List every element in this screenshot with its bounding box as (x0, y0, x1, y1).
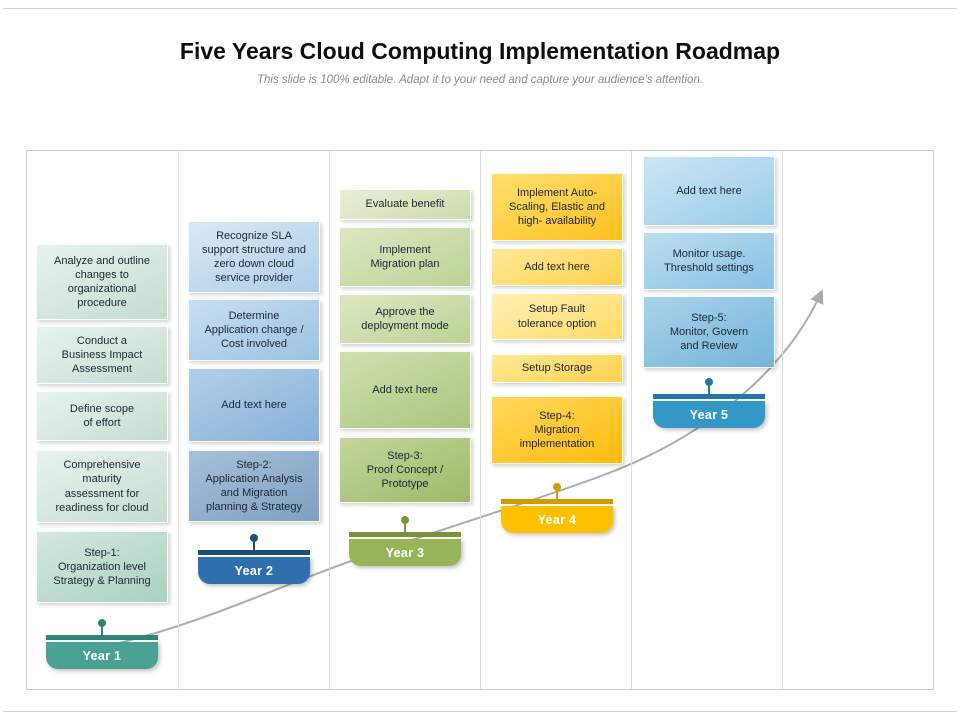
year1-milestone-dot (98, 619, 106, 627)
year4-banner: Year 4 (501, 499, 613, 533)
year5-box-add-text: Add text here (643, 156, 775, 226)
roadmap-chart: Analyze and outline changes to organizat… (26, 150, 934, 690)
banner-bar (46, 635, 158, 640)
year3-milestone-stem (404, 524, 406, 532)
year3-box-migration-plan: Implement Migration plan (339, 227, 471, 287)
year5-milestone-stem (708, 386, 710, 394)
year3-milestone-dot (401, 516, 409, 524)
year1-milestone-stem (101, 627, 103, 635)
column-divider (782, 151, 783, 689)
year4-milestone-dot (553, 483, 561, 491)
year1-banner-label: Year 1 (46, 642, 158, 669)
year4-banner-label: Year 4 (501, 506, 613, 533)
banner-bar (653, 394, 765, 399)
year4-box-fault-tolerance: Setup Fault tolerance option (491, 293, 623, 340)
page-title: Five Years Cloud Computing Implementatio… (179, 38, 781, 64)
year5-step-box: Step-5: Monitor, Govern and Review (643, 296, 775, 368)
year2-box-determine-change: Determine Application change / Cost invo… (188, 299, 320, 361)
year2-step-box: Step-2: Application Analysis and Migrati… (188, 450, 320, 522)
year5-box-monitor-usage: Monitor usage. Threshold settings (643, 232, 775, 290)
column-divider (329, 151, 330, 689)
banner-bar (198, 550, 310, 555)
year4-milestone-stem (556, 491, 558, 499)
year1-box-business-impact: Conduct a Business Impact Assessment (36, 326, 168, 384)
year5-milestone-dot (705, 378, 713, 386)
year2-milestone-dot (250, 534, 258, 542)
year4-step-box: Step-4: Migration implementation (491, 396, 623, 464)
banner-bar (349, 532, 461, 537)
year1-box-define-scope: Define scope of effort (36, 391, 168, 441)
column-divider (480, 151, 481, 689)
year1-box-maturity-assessment: Comprehensive maturity assessment for re… (36, 450, 168, 523)
year5-banner: Year 5 (653, 394, 765, 428)
year3-box-add-text: Add text here (339, 351, 471, 429)
year3-box-evaluate-benefit: Evaluate benefit (339, 189, 471, 220)
year4-box-setup-storage: Setup Storage (491, 354, 623, 383)
year1-banner: Year 1 (46, 635, 158, 669)
column-divider (178, 151, 179, 689)
year5-banner-label: Year 5 (653, 401, 765, 428)
year3-box-deployment-mode: Approve the deployment mode (339, 294, 471, 344)
year3-step-box: Step-3: Proof Concept / Prototype (339, 437, 471, 503)
page-subtitle: This slide is 100% editable. Adapt it to… (256, 74, 704, 86)
year4-box-auto-scaling: Implement Auto- Scaling, Elastic and hig… (491, 173, 623, 241)
year3-banner-label: Year 3 (349, 539, 461, 566)
year2-box-recognize-sla: Recognize SLA support structure and zero… (188, 221, 320, 293)
banner-bar (501, 499, 613, 504)
year3-banner: Year 3 (349, 532, 461, 566)
year1-box-analyze-changes: Analyze and outline changes to organizat… (36, 244, 168, 320)
year4-box-add-text: Add text here (491, 248, 623, 286)
year2-banner: Year 2 (198, 550, 310, 584)
column-divider (631, 151, 632, 689)
year2-box-add-text: Add text here (188, 368, 320, 442)
year1-step-box: Step-1: Organization level Strategy & Pl… (36, 531, 168, 603)
year2-milestone-stem (253, 542, 255, 550)
year2-banner-label: Year 2 (198, 557, 310, 584)
